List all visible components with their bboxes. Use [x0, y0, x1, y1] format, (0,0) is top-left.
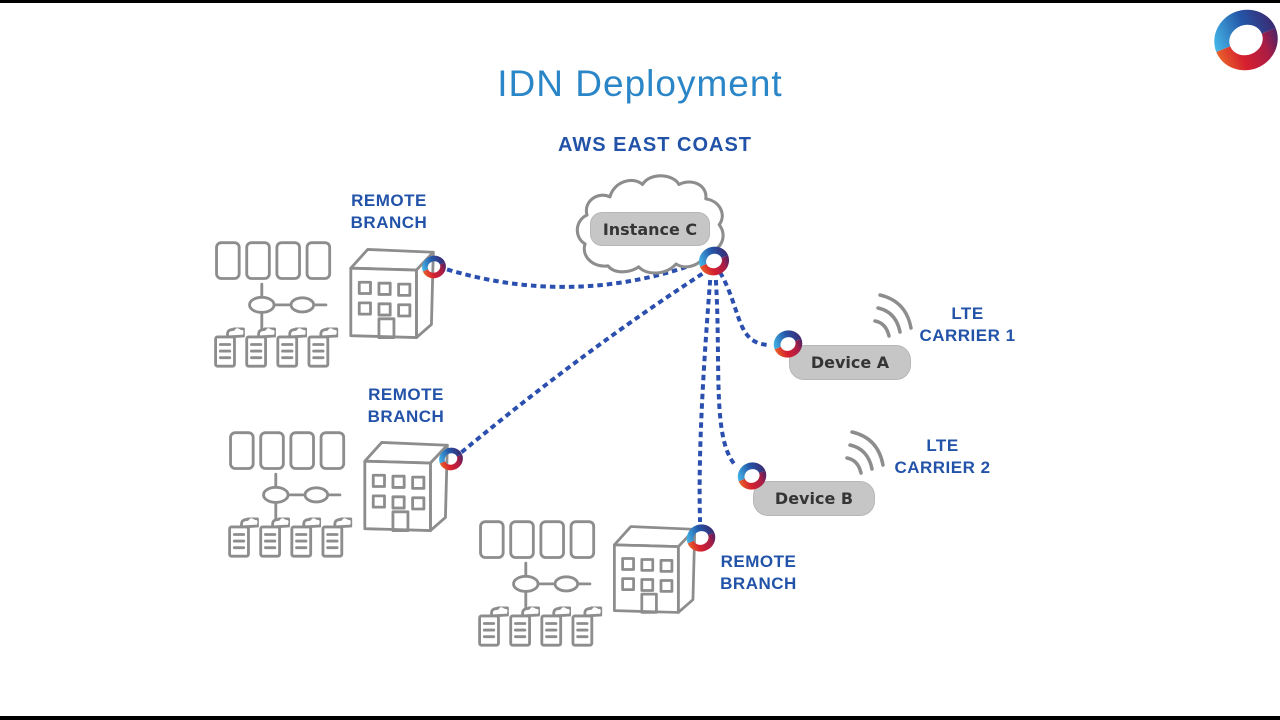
remote-branch-3-label: REMOTE BRANCH	[720, 552, 797, 593]
swirl-node-icon	[695, 242, 733, 280]
link-cloud-branch3	[697, 279, 713, 523]
swirl-node-icon	[734, 458, 770, 494]
lan-network-sketch-icon	[224, 427, 354, 559]
remote-branch-2-label: REMOTE BRANCH	[367, 385, 445, 426]
device-b-box: Device B	[753, 481, 875, 516]
swirl-node-icon	[683, 520, 719, 556]
wifi-signal-icon	[866, 290, 916, 342]
link-cloud-deviceB	[713, 279, 739, 469]
swirl-node-icon	[419, 252, 449, 282]
lan-network-sketch-icon	[474, 516, 604, 648]
device-a-box: Device A	[789, 345, 911, 380]
link-branch2-cloud	[460, 271, 705, 454]
swirl-node-icon	[770, 326, 806, 362]
swirl-brand-icon	[1206, 0, 1280, 80]
link-branch1-cloud	[446, 260, 701, 289]
letterbox-top	[0, 0, 1280, 3]
letterbox-bottom	[0, 716, 1280, 720]
page-title: IDN Deployment	[497, 62, 783, 104]
aws-region-label: AWS EAST COAST	[557, 134, 752, 156]
lan-network-sketch-icon	[210, 237, 340, 369]
wifi-signal-icon	[838, 427, 888, 479]
lte-carrier-1-label: LTE CARRIER 1	[919, 304, 1016, 345]
instance-c-box: Instance C	[590, 212, 710, 246]
lte-carrier-2-label: LTE CARRIER 2	[894, 436, 991, 477]
swirl-node-icon	[436, 444, 466, 474]
remote-branch-1-label: REMOTE BRANCH	[350, 191, 428, 232]
